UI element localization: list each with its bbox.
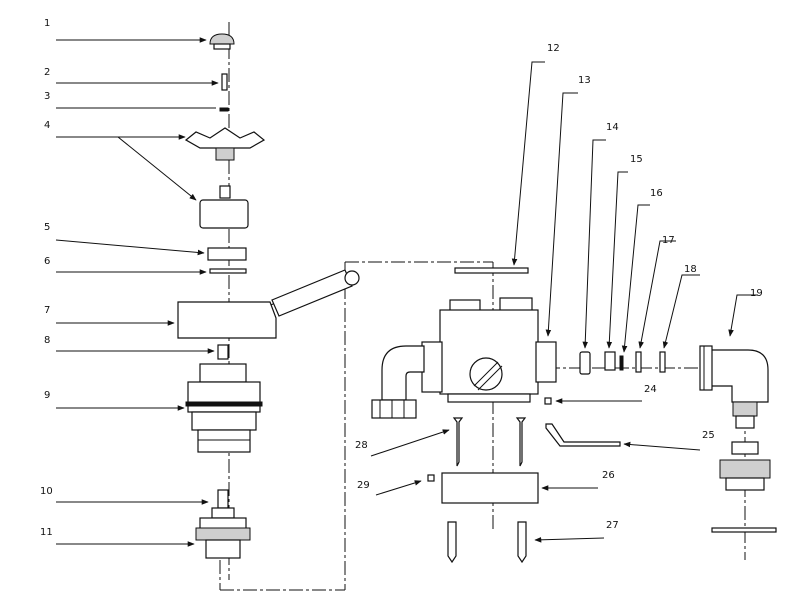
callout-24: 24 xyxy=(644,384,657,395)
part-14-insert xyxy=(579,351,591,375)
part-5-nut xyxy=(207,247,247,261)
part-19-elbow-fitting xyxy=(699,345,777,533)
callout-9: 9 xyxy=(44,390,50,401)
part-18-seal xyxy=(659,351,666,373)
part-26-block xyxy=(441,472,539,504)
part-25-hex-key xyxy=(545,423,621,447)
callout-29: 29 xyxy=(357,480,370,491)
part-10-spindle xyxy=(211,489,235,519)
callout-28: 28 xyxy=(355,440,368,451)
callout-1: 1 xyxy=(44,18,50,29)
part-9-valve-body xyxy=(185,363,263,453)
callout-14: 14 xyxy=(606,122,619,133)
part-29-washer xyxy=(427,474,435,482)
callout-13: 13 xyxy=(578,75,591,86)
callout-19: 19 xyxy=(750,288,763,299)
callout-5: 5 xyxy=(44,222,50,233)
part-27-anchors xyxy=(447,521,527,564)
callout-11: 11 xyxy=(40,527,53,538)
part-15-nozzle xyxy=(604,351,616,371)
callout-4: 4 xyxy=(44,120,50,131)
callout-3: 3 xyxy=(44,91,50,102)
part-8-stem xyxy=(217,344,229,360)
callout-17: 17 xyxy=(662,235,675,246)
part-7-cover-and-plunger xyxy=(177,269,360,339)
callout-6: 6 xyxy=(44,256,50,267)
leader-lines xyxy=(55,37,758,547)
callout-16: 16 xyxy=(650,188,663,199)
callout-25: 25 xyxy=(702,430,715,441)
part-24-washer xyxy=(544,397,552,405)
callout-18: 18 xyxy=(684,264,697,275)
callout-10: 10 xyxy=(40,486,53,497)
part-28-screws xyxy=(452,417,527,467)
part-17-seal xyxy=(635,351,642,373)
part-3-washer xyxy=(219,107,229,112)
callout-8: 8 xyxy=(44,335,50,346)
part-1-knob-cap xyxy=(209,33,235,50)
part-4-handle xyxy=(184,127,266,229)
part-6-washer xyxy=(209,268,247,274)
callout-15: 15 xyxy=(630,154,643,165)
part-11-seat xyxy=(195,517,251,559)
callout-labels: 1 2 3 4 5 6 7 8 9 10 11 12 13 14 15 16 1… xyxy=(40,18,763,538)
part-12-gasket xyxy=(454,267,529,274)
callout-12: 12 xyxy=(547,43,560,54)
callout-26: 26 xyxy=(602,470,615,481)
callout-27: 27 xyxy=(606,520,619,531)
part-2-pin xyxy=(221,73,228,91)
part-16-oring xyxy=(619,355,624,371)
part-13-main-body xyxy=(371,297,557,419)
callout-2: 2 xyxy=(44,67,50,78)
callout-7: 7 xyxy=(44,305,50,316)
